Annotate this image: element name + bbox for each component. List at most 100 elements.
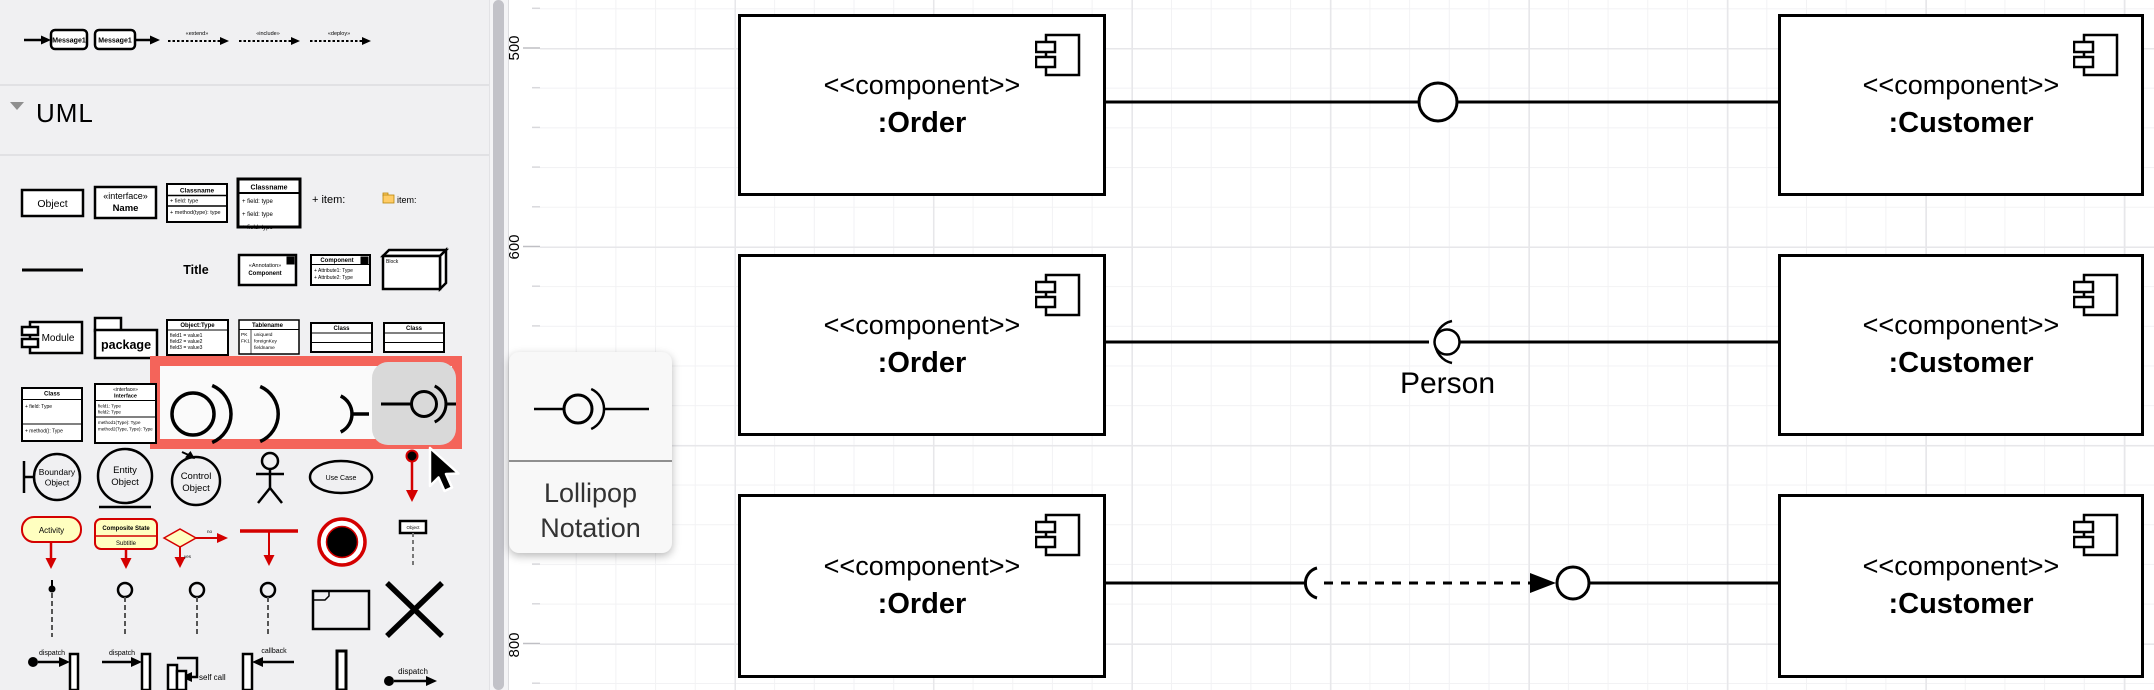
palette-class-2[interactable]: Class (383, 322, 445, 353)
ruler-label-800: 800 (507, 632, 523, 657)
palette-boundary-object[interactable]: Boundary Object (22, 452, 82, 502)
palette-class-small[interactable]: Classname + field: type + method(type): … (166, 183, 228, 223)
edge-label-person[interactable]: Person (1399, 367, 1496, 400)
palette-composite-state[interactable]: Composite State Subtitle (94, 518, 158, 569)
component-name: :Order (877, 107, 967, 139)
palette-pin-3[interactable] (259, 581, 277, 637)
svg-text:Title: Title (183, 263, 209, 277)
svg-text:Activity: Activity (39, 526, 64, 535)
palette-dispatch-found[interactable]: dispatch (28, 650, 80, 690)
palette-block-3d[interactable]: Block (379, 246, 450, 293)
palette-object-lifeline[interactable]: Object (398, 519, 428, 567)
palette-annotation-component[interactable]: «Annotation» Component i (237, 253, 298, 287)
palette-scrollbar-track[interactable] (489, 0, 509, 690)
svg-text:+ field: type: + field: type (170, 199, 198, 205)
palette-item-plus[interactable]: + item: (312, 194, 345, 206)
svg-text:i: i (364, 259, 366, 265)
palette-deploy-edge[interactable]: «deploy» (310, 31, 371, 45)
palette-message-out[interactable]: Message1 (93, 28, 160, 51)
palette-end-state[interactable] (317, 517, 367, 567)
svg-text:Object: Object (37, 198, 67, 210)
palette-lollipop-notation[interactable] (372, 362, 456, 445)
component-customer-2[interactable]: <<component>> :Customer (1778, 254, 2144, 436)
palette-message-in[interactable]: Message1 (24, 28, 89, 51)
svg-text:Boundary: Boundary (39, 467, 76, 477)
svg-text:Component: Component (320, 258, 353, 264)
svg-text:«include»: «include» (256, 31, 280, 37)
palette-destroy-x[interactable] (385, 581, 444, 638)
palette-pin-1[interactable] (116, 581, 134, 637)
palette-entity-object[interactable]: Entity Object (96, 447, 154, 509)
palette-dispatch[interactable]: dispatch (102, 650, 152, 690)
palette-interface[interactable]: «interface» Name (93, 185, 158, 220)
svg-text:Object: Object (406, 525, 420, 530)
palette-condition[interactable]: no yes (162, 528, 228, 568)
section-header-uml[interactable]: UML (10, 98, 94, 128)
component-icon (1035, 33, 1081, 77)
palette-pin-2[interactable] (188, 581, 206, 637)
component-icon (2073, 273, 2119, 317)
palette-module[interactable]: Module (20, 320, 84, 355)
svg-text:fieldname: fieldname (254, 345, 275, 351)
component-stereotype: <<component>> (823, 70, 1021, 100)
palette-frame[interactable] (311, 589, 371, 631)
component-customer-1[interactable]: <<component>> :Customer (1778, 14, 2144, 196)
palette-include-edge[interactable]: «include» (239, 31, 300, 45)
palette-activation-bar[interactable] (335, 649, 348, 690)
svg-text:+ method(type): type: + method(type): type (170, 210, 221, 216)
info-badge (360, 256, 369, 265)
component-name: :Order (877, 347, 967, 379)
svg-text:callback: callback (261, 648, 287, 655)
ruler-label-500: 500 (507, 35, 523, 60)
palette-table[interactable]: Tablename PK uniqueId FK1 foreignKey fie… (238, 319, 300, 355)
palette-activity[interactable]: Activity (21, 516, 82, 569)
lollipop-notation-icon (534, 387, 649, 431)
component-customer-3[interactable]: <<component>> :Customer (1778, 494, 2144, 678)
svg-text:item:: item: (397, 195, 417, 205)
palette-object-type[interactable]: Object:Type field1 = value1 field2 = val… (166, 319, 229, 356)
palette-item-folder[interactable]: item: (382, 192, 417, 205)
palette-use-case[interactable]: Use Case (308, 459, 374, 495)
palette-pin-filled[interactable] (48, 580, 56, 637)
palette-dispatch-lost[interactable]: dispatch (384, 667, 437, 686)
palette-scrollbar-thumb[interactable] (493, 0, 504, 690)
component-order-2[interactable]: <<component>> :Order (738, 254, 1106, 436)
svg-text:Entity: Entity (113, 465, 137, 476)
svg-text:UML: UML (36, 98, 94, 128)
palette-object[interactable]: Object (20, 188, 85, 218)
palette-interface-detailed[interactable]: «interface» Interface field1: Type field… (94, 383, 157, 444)
svg-text:Use Case: Use Case (326, 475, 357, 482)
palette-control-object[interactable]: Control Object (170, 451, 222, 507)
shape-palette: Message1 Message1 «extend» «include» «de… (0, 0, 490, 690)
svg-text:Object:Type: Object:Type (180, 323, 215, 329)
svg-text:Classname: Classname (180, 188, 215, 195)
palette-self-call[interactable]: self call (166, 656, 226, 690)
palette-fork[interactable] (240, 529, 298, 566)
palette-extend-edge[interactable]: «extend» (168, 31, 229, 45)
svg-text:Classname: Classname (251, 185, 288, 192)
palette-class-1[interactable]: Class (310, 322, 373, 353)
palette-class-detailed[interactable]: Class + field: Type + method(): Type (21, 387, 83, 442)
palette-class-fields[interactable]: Classname + field: type + field: type + … (236, 177, 302, 231)
svg-text:self call: self call (199, 673, 226, 682)
palette-socket[interactable] (339, 394, 369, 434)
palette-callback[interactable]: callback (241, 648, 294, 690)
svg-text:Class: Class (44, 392, 61, 398)
component-order-3[interactable]: <<component>> :Order (738, 494, 1106, 678)
svg-text:method1(Type): Type: method1(Type): Type (98, 420, 141, 425)
component-order-1[interactable]: <<component>> :Order (738, 14, 1106, 196)
svg-text:Subtitle: Subtitle (116, 541, 137, 547)
palette-provided-required-interface[interactable] (170, 383, 233, 445)
palette-package[interactable]: package (93, 316, 159, 360)
palette-initial-node-edge[interactable] (405, 449, 419, 503)
svg-text:Block: Block (386, 259, 399, 265)
palette-title-text[interactable]: Title (183, 263, 209, 277)
svg-text:Component: Component (248, 271, 281, 277)
palette-actor[interactable] (256, 451, 284, 504)
component-icon (1035, 513, 1081, 557)
svg-text:+ field: type: + field: type (242, 199, 274, 205)
ruler-label-600: 600 (507, 234, 523, 259)
palette-component-attrs[interactable]: Component + Attribute1: Type + Attribute… (310, 254, 371, 286)
palette-required-interface[interactable] (259, 384, 280, 444)
